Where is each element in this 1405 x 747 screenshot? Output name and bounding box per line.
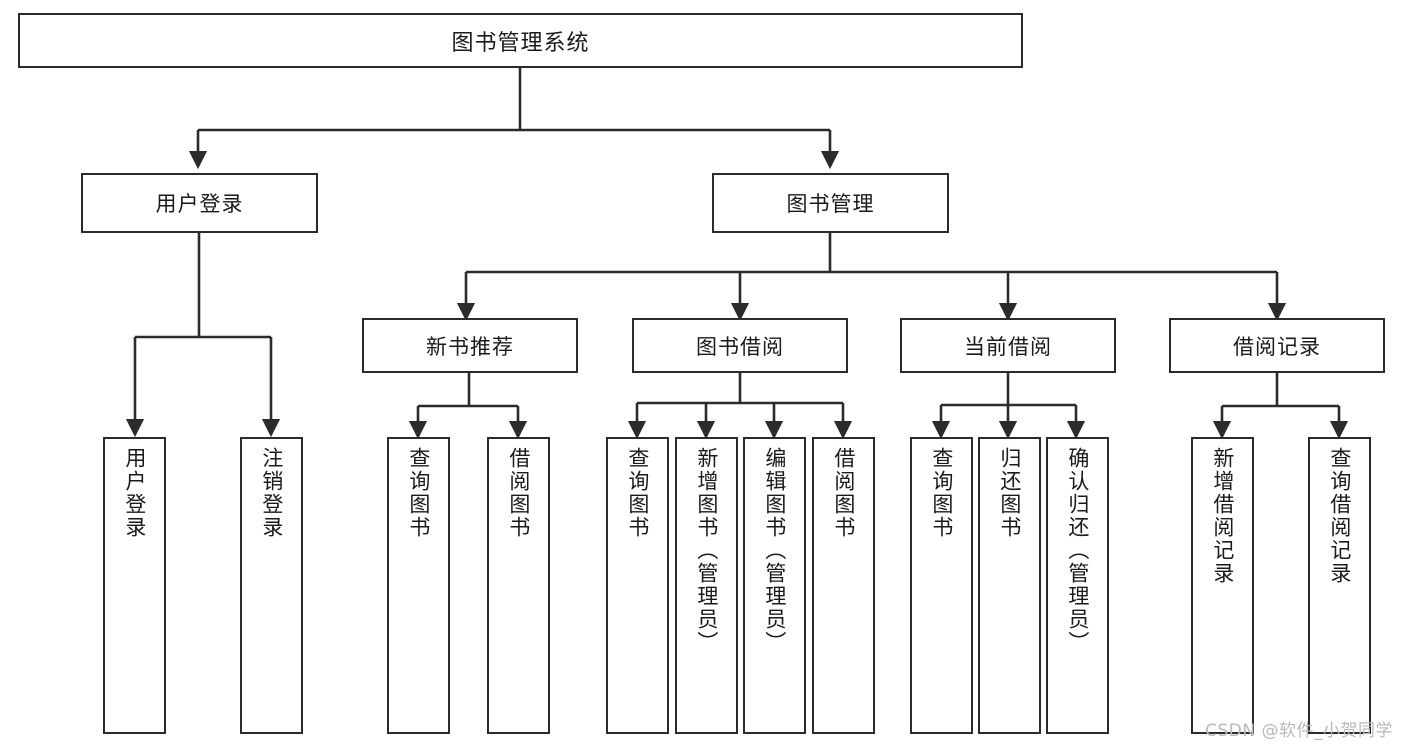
node-label: 新书推荐 (426, 334, 514, 359)
leaf-logout[interactable]: 注销登录 (240, 437, 303, 734)
node-label: 注销登录 (259, 447, 284, 539)
node-label: 编辑图书（管理员） (762, 447, 787, 654)
node-new-book-recommend[interactable]: 新书推荐 (362, 318, 578, 373)
leaf-lend-book[interactable]: 借阅图书 (812, 437, 875, 734)
node-label: 确认归还（管理员） (1065, 447, 1090, 654)
node-label: 用户登录 (155, 192, 244, 216)
leaf-query-book-current[interactable]: 查询图书 (910, 437, 973, 734)
node-label: 当前借阅 (964, 334, 1052, 359)
node-label: 图书管理 (786, 192, 875, 216)
node-label: 图书借阅 (696, 334, 784, 359)
csdn-watermark: CSDN @软件_小贺同学 (1205, 721, 1393, 741)
node-label: 查询图书 (625, 447, 650, 539)
leaf-query-book-borrow[interactable]: 查询图书 (606, 437, 669, 734)
node-label: 借阅图书 (506, 447, 531, 539)
node-label: 查询图书 (406, 447, 431, 539)
node-book-management[interactable]: 图书管理 (712, 173, 949, 233)
node-current-borrow[interactable]: 当前借阅 (900, 318, 1116, 373)
node-label: 查询借阅记录 (1327, 447, 1352, 585)
node-book-borrow[interactable]: 图书借阅 (632, 318, 848, 373)
leaf-query-borrow-record[interactable]: 查询借阅记录 (1308, 437, 1371, 734)
node-label: 图书管理系统 (451, 30, 590, 56)
leaf-borrow-book-recommend[interactable]: 借阅图书 (487, 437, 550, 734)
leaf-add-book-admin[interactable]: 新增图书（管理员） (675, 437, 738, 734)
node-label: 新增借阅记录 (1210, 447, 1235, 585)
node-borrow-record[interactable]: 借阅记录 (1169, 318, 1385, 373)
node-label: 查询图书 (929, 447, 954, 539)
node-label: 借阅记录 (1233, 334, 1321, 359)
node-label: 新增图书（管理员） (694, 447, 719, 654)
leaf-return-book[interactable]: 归还图书 (978, 437, 1041, 734)
leaf-user-login[interactable]: 用户登录 (103, 437, 166, 734)
leaf-confirm-return-admin[interactable]: 确认归还（管理员） (1046, 437, 1109, 734)
node-label: 用户登录 (122, 447, 147, 539)
node-label: 归还图书 (997, 447, 1022, 539)
leaf-query-book-recommend[interactable]: 查询图书 (387, 437, 450, 734)
node-root-system[interactable]: 图书管理系统 (18, 13, 1023, 68)
leaf-edit-book-admin[interactable]: 编辑图书（管理员） (743, 437, 806, 734)
node-user-login[interactable]: 用户登录 (81, 173, 318, 233)
leaf-add-borrow-record[interactable]: 新增借阅记录 (1191, 437, 1254, 734)
node-label: 借阅图书 (831, 447, 856, 539)
